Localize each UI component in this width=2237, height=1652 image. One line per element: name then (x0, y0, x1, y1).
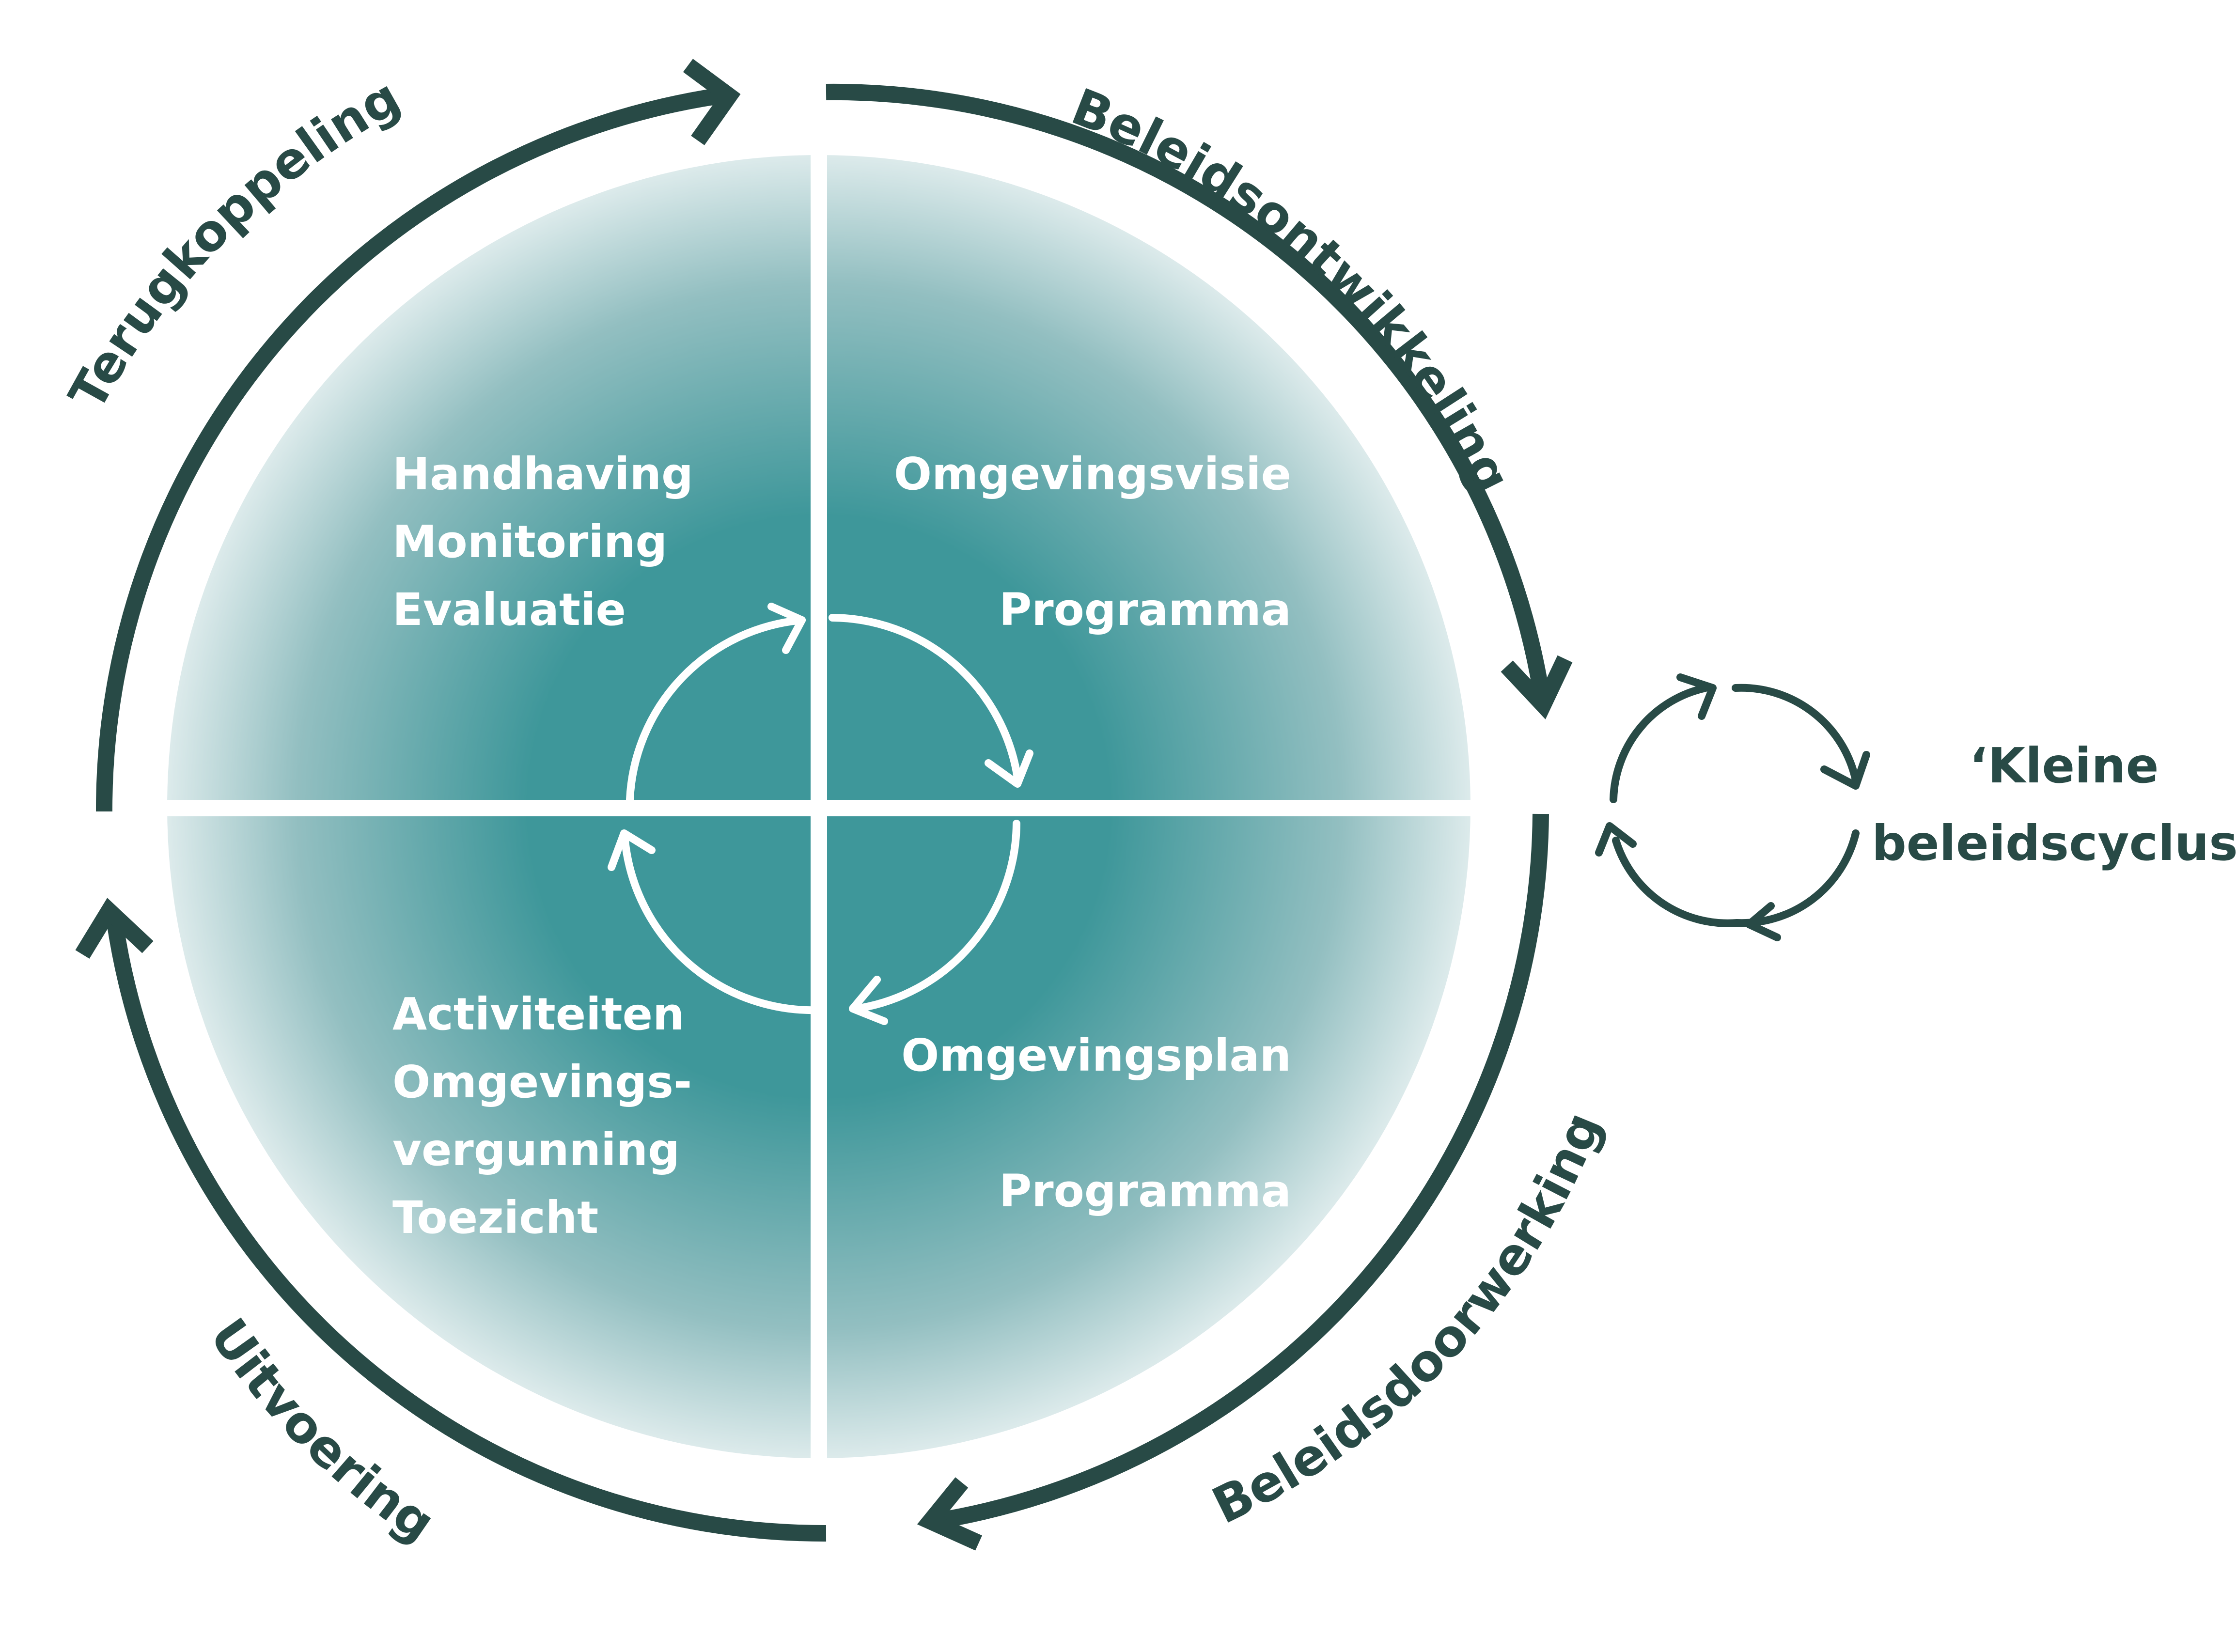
quadrant-item: Monitoring (392, 516, 667, 568)
quadrant-disc (160, 155, 1497, 1473)
arc-terugkoppeling (95, 86, 731, 812)
arrowhead-terugkoppeling (683, 59, 741, 145)
arc-uitvoering (106, 914, 827, 1542)
small-cycle-label-line1: ‘Kleine (1970, 737, 2159, 794)
arrowhead-beleidsdoorwerking (917, 1477, 982, 1551)
quadrant-top-right-text: Omgevingsvisie Programma (894, 448, 1291, 636)
quadrant-item: vergunning (392, 1124, 680, 1176)
quadrant-item: Omgevings- (392, 1056, 692, 1108)
arrowhead-uitvoering (75, 898, 154, 959)
outer-cycle (75, 59, 1573, 1551)
phase-label-uitvoering: Uitvoering (198, 1308, 445, 1554)
quadrant-bottom-left-text: Activiteiten Omgevings- vergunning Toezi… (392, 988, 692, 1244)
quadrant-item: Programma (999, 1165, 1291, 1217)
quadrant-item: Toezicht (392, 1192, 598, 1244)
arc-beleidsontwikkeling (826, 83, 1551, 706)
quadrant-item: Omgevingsvisie (894, 448, 1291, 500)
small-cycle-label: ‘Kleine beleidscyclus’ (1872, 737, 2237, 872)
inner-cycle (608, 603, 1033, 1025)
quadrant-bottom-right-text: Omgevingsplan Programma (901, 1029, 1291, 1217)
quadrant-item: Omgevingsplan (901, 1029, 1291, 1081)
small-cycle-label-line2: beleidscyclus’ (1872, 815, 2237, 872)
small-cycle (1595, 673, 1870, 941)
arrowhead-beleidsontwikkeling (1501, 655, 1573, 719)
quadrant-item: Evaluatie (392, 584, 626, 636)
arc-beleidsdoorwerking (934, 813, 1549, 1529)
quadrant-top-left-text: Handhaving Monitoring Evaluatie (392, 448, 693, 636)
quadrant-item: Activiteiten (392, 988, 685, 1040)
quadrant-item: Handhaving (392, 448, 693, 500)
quadrant-item: Programma (999, 584, 1291, 636)
